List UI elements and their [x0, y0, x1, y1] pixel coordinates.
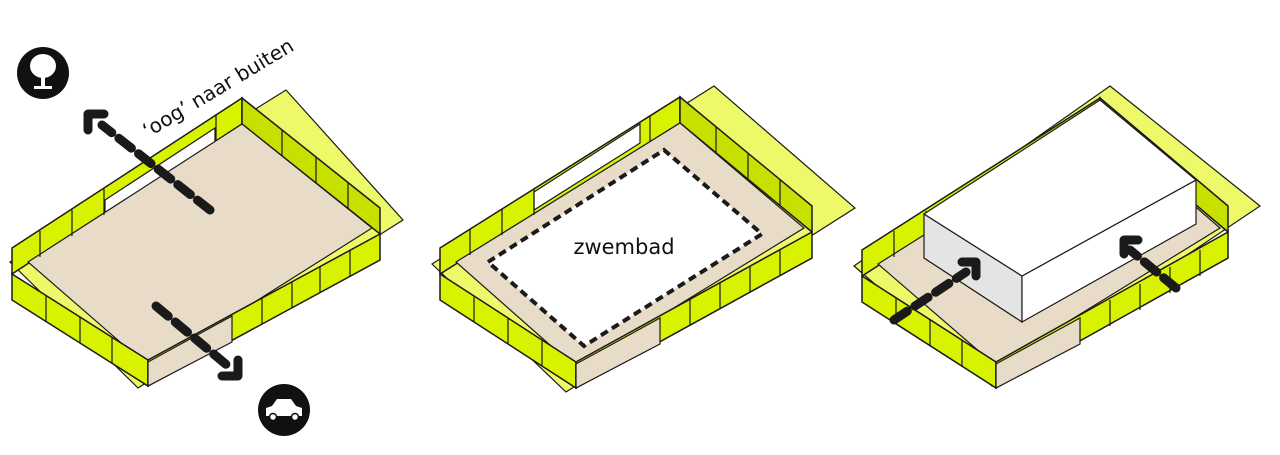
wall-opening-front [575, 316, 661, 389]
diagram-view-outward: ‘oog’ naar buiten [9, 33, 404, 436]
pool-zone-label: zwembad [573, 235, 674, 259]
view-arrow-back-line [97, 120, 215, 215]
diagram-building-volume [853, 85, 1262, 390]
car-icon [258, 384, 310, 436]
wall-opening-front [995, 316, 1081, 389]
entry-arrow-left-head [957, 257, 981, 281]
wall-segments [469, 116, 781, 366]
entry-arrow-right-head [1119, 235, 1143, 259]
tree-icon [17, 47, 69, 99]
diagram-pool-zone: zwembad [431, 85, 857, 393]
floor [27, 123, 374, 369]
building-volume-top [922, 99, 1198, 277]
view-arrow-front-head [217, 355, 243, 381]
entry-arrow-right-line [1125, 245, 1181, 293]
entry-arrow-left-line [889, 267, 971, 325]
view-arrow-front-line [151, 301, 233, 371]
view-arrow-back-head [83, 109, 109, 135]
wall-segments [39, 115, 351, 363]
pool-zone-outline [484, 147, 766, 349]
wall-opening-front [147, 314, 233, 387]
